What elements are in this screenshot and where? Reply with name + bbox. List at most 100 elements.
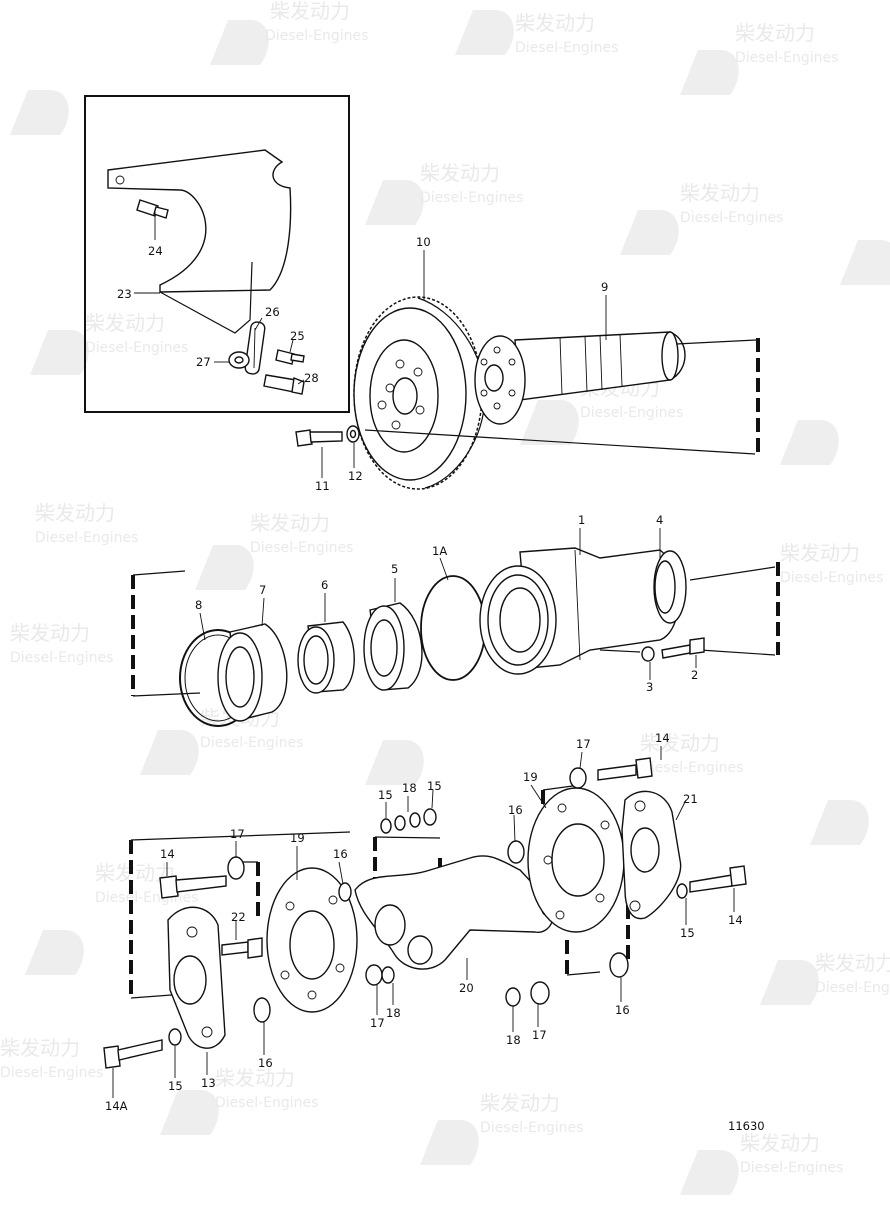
watermark-logo-icon xyxy=(30,330,89,375)
callout-26: 26 xyxy=(265,305,280,319)
watermark-logo-icon xyxy=(210,20,269,65)
callout-19-right: 19 xyxy=(523,770,538,784)
bolt-14a-icon xyxy=(103,1039,163,1069)
watermark-brand: 柴发动力 xyxy=(640,731,720,755)
callout-15-a: 15 xyxy=(378,788,393,802)
watermark-sub: Diesel-Engines xyxy=(780,570,883,586)
callout-15-b: 15 xyxy=(427,779,442,793)
watermark-logo-icon xyxy=(140,730,199,775)
watermark-sub: Diesel-Engines xyxy=(480,1120,583,1136)
washer-15-icon xyxy=(676,883,688,899)
bushing-17-icon xyxy=(569,767,587,789)
callout-13: 13 xyxy=(201,1076,216,1090)
washer-18-icon xyxy=(381,966,395,984)
watermark-logo-icon xyxy=(810,800,869,845)
callout-17-c: 17 xyxy=(370,1016,385,1030)
plate-19-right xyxy=(527,787,625,933)
washer-15-icon xyxy=(380,818,392,834)
callout-3: 3 xyxy=(646,680,653,694)
callout-1: 1 xyxy=(578,513,585,527)
bolt-28-icon xyxy=(263,374,305,395)
bolt-14-top-icon xyxy=(597,757,653,781)
watermark-sub: Diesel-Engines xyxy=(740,1160,843,1176)
flange-21 xyxy=(621,790,682,920)
watermark-logo-icon xyxy=(680,50,739,95)
housing-1 xyxy=(479,547,680,675)
callout-20: 20 xyxy=(459,981,474,995)
callout-18-b: 18 xyxy=(386,1006,401,1020)
watermark-sub: Diesel-Engines xyxy=(200,735,303,751)
watermark-sub: Diesel-Engines xyxy=(640,760,743,776)
callout-11: 11 xyxy=(315,479,330,493)
watermark-brand: 柴发动力 xyxy=(780,541,860,565)
bearing-5 xyxy=(363,602,423,691)
watermark-logo-icon xyxy=(420,1120,479,1165)
washer-15-icon xyxy=(423,808,437,826)
watermark-sub: Diesel-Engines xyxy=(735,50,838,66)
bolt-22-icon xyxy=(221,937,263,959)
bushing-17-icon xyxy=(530,981,550,1005)
callout-6: 6 xyxy=(321,578,328,592)
bearing-7 xyxy=(217,623,288,722)
bolt-14-right-icon xyxy=(689,865,747,893)
callout-14a: 14A xyxy=(105,1099,128,1113)
bolt-2-icon xyxy=(661,637,705,659)
callout-9: 9 xyxy=(601,280,608,294)
watermark-brand: 柴发动力 xyxy=(740,1131,820,1155)
watermark-sub: Diesel-Engines xyxy=(95,890,198,906)
bushing-17-icon xyxy=(227,856,245,880)
bolt-25-icon xyxy=(275,349,305,365)
watermark-sub: Diesel-Engines xyxy=(680,210,783,226)
watermark-sub: Diesel-Engines xyxy=(580,405,683,421)
watermark-brand: 柴发动力 xyxy=(0,1036,80,1060)
watermark-logo-icon xyxy=(25,930,84,975)
callout-19-left: 19 xyxy=(290,831,305,845)
watermark-brand: 柴发动力 xyxy=(270,0,350,23)
watermark-logo-icon xyxy=(455,10,514,55)
washer-16-icon xyxy=(253,997,271,1023)
washer-16-icon xyxy=(338,882,352,902)
callout-18-a: 18 xyxy=(402,781,417,795)
o-ring-1a xyxy=(420,575,486,681)
callout-5: 5 xyxy=(391,562,398,576)
watermark-logo-icon xyxy=(10,90,69,135)
washer-3-icon xyxy=(641,646,655,662)
callout-17-a: 17 xyxy=(230,827,245,841)
bolt-24-icon xyxy=(136,199,169,219)
watermark-brand: 柴发动力 xyxy=(420,161,500,185)
callout-16-a: 16 xyxy=(508,803,523,817)
callout-22: 22 xyxy=(231,910,246,924)
flange-13 xyxy=(167,906,226,1049)
shaft-9 xyxy=(474,331,686,425)
callout-17-d: 17 xyxy=(532,1028,547,1042)
callout-16-b: 16 xyxy=(333,847,348,861)
washer-15-icon xyxy=(168,1028,182,1046)
watermark-logo-icon xyxy=(160,1090,219,1135)
watermark-logo-icon xyxy=(760,960,819,1005)
callout-14-top: 14 xyxy=(655,731,670,745)
watermark-brand: 柴发动力 xyxy=(735,21,815,45)
watermark-logo-icon xyxy=(780,420,839,465)
bolt-11-icon xyxy=(295,429,343,447)
watermark-brand: 柴发动力 xyxy=(815,951,890,975)
watermark-brand: 柴发动力 xyxy=(35,501,115,525)
bolt-14-left-icon xyxy=(159,875,227,899)
bushing-17-icon xyxy=(365,964,383,986)
leader-lines xyxy=(112,250,735,1098)
seal-4 xyxy=(653,550,687,624)
watermark-brand: 柴发动力 xyxy=(215,1066,295,1090)
watermark-layer: 柴发动力 Diesel-Engines 柴发动力 Diesel-Engines … xyxy=(0,0,890,1195)
watermark-logo-icon xyxy=(620,210,679,255)
callout-28: 28 xyxy=(304,371,319,385)
washer-18-icon xyxy=(394,815,406,831)
gear-10 xyxy=(353,296,486,490)
watermark-brand: 柴发动力 xyxy=(10,621,90,645)
drawing-number: 11630 xyxy=(728,1119,765,1133)
callout-labels: 1 1A 2 3 4 5 6 7 8 9 10 11 12 13 14 14 1… xyxy=(105,235,743,1113)
callout-18-c: 18 xyxy=(506,1033,521,1047)
callout-1a: 1A xyxy=(432,544,447,558)
callout-12: 12 xyxy=(348,469,363,483)
callout-14-right: 14 xyxy=(728,913,743,927)
watermark-sub: Diesel-Engines xyxy=(250,540,353,556)
watermark-logo-icon xyxy=(365,740,424,785)
